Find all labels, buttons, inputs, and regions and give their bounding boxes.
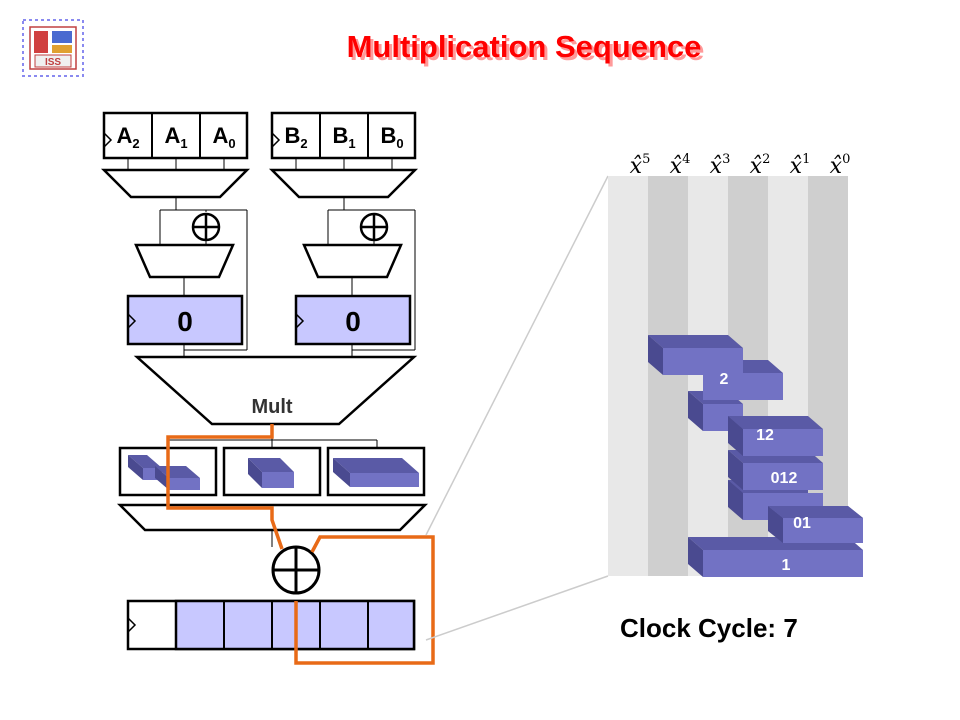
- sequence-bar-2: 2: [648, 335, 783, 400]
- datapath-b-wiring: [295, 158, 416, 356]
- sequence-bar-01-label: 01: [793, 515, 811, 532]
- partial-register-3: [326, 446, 426, 497]
- result-register: [126, 599, 416, 651]
- mux-b-top: [268, 168, 419, 199]
- sequence-bar-2-label: 2: [720, 371, 729, 388]
- register-a: A2 A1 A0: [102, 111, 249, 160]
- accumulator-b-value: 0: [345, 306, 361, 337]
- clock-cycle-value: 7: [783, 613, 797, 643]
- clock-cycle-label: Clock Cycle:: [620, 613, 776, 643]
- accumulator-b: 0: [294, 294, 412, 346]
- multiplier: [133, 355, 418, 426]
- power-label-5: x̂5: [630, 152, 651, 179]
- partial-register-2: [222, 446, 322, 497]
- page-title: Multiplication Sequence: [347, 29, 702, 64]
- sequence-bar-12: 12: [688, 391, 823, 456]
- register-b-cell-2: B2: [284, 123, 307, 151]
- multiplier-label: Mult: [251, 396, 292, 418]
- sequence-bar-012-label: 012: [771, 470, 798, 487]
- power-label-1: x̂1: [790, 152, 811, 179]
- register-b-cell-1: B1: [332, 123, 355, 151]
- page-title-shadow: Multiplication Sequence: [350, 32, 705, 67]
- accumulator-a: 0: [126, 294, 244, 346]
- mux-a-bottom: [134, 243, 235, 279]
- power-label-0: x̂0: [830, 152, 851, 179]
- register-b: B2 B1 B0: [270, 111, 417, 160]
- register-a-cell-1: A1: [164, 123, 187, 151]
- register-a-cell-0: A0: [212, 123, 235, 151]
- power-label-2: x̂2: [750, 152, 771, 179]
- power-label-4: x̂4: [670, 152, 691, 179]
- register-a-cell-2: A2: [116, 123, 139, 151]
- power-labels: x̂5 x̂4 x̂3 x̂2 x̂1 x̂0: [630, 152, 851, 179]
- zoom-line-top: [425, 175, 609, 536]
- register-b-cell-0: B0: [380, 123, 403, 151]
- iss-logo: ISS: [22, 19, 84, 77]
- mux-a-top: [100, 168, 251, 199]
- mux-b-bottom: [302, 243, 403, 279]
- datapath-a-wiring: [127, 158, 248, 356]
- sequence-bar-12-label: 12: [756, 427, 774, 444]
- clock-cycle: Clock Cycle: 7: [620, 613, 798, 643]
- accumulator-a-value: 0: [177, 306, 193, 337]
- active-data-path: [166, 424, 435, 665]
- zoom-line-bottom: [425, 575, 609, 641]
- logo-text: ISS: [45, 57, 61, 68]
- power-label-3: x̂3: [710, 152, 731, 179]
- sequence-bar-1-label: 1: [782, 557, 791, 574]
